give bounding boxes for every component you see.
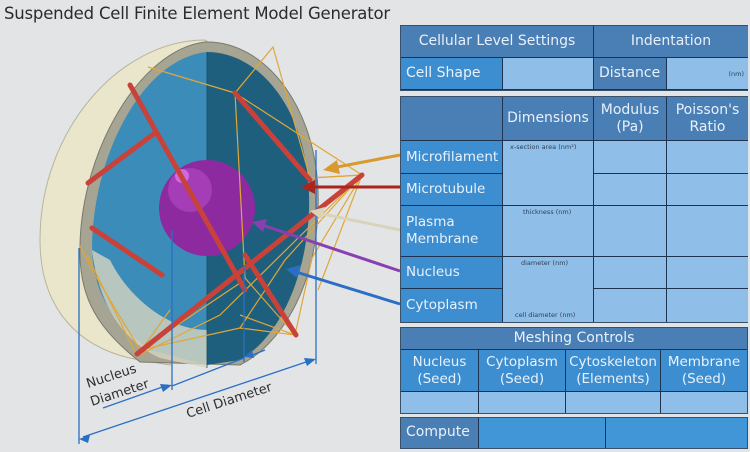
mesh-membrane-line2: (Seed) [681,370,727,387]
plasma-membrane-label-2: Membrane [406,231,479,247]
plasma-membrane-label-1: Plasma [406,214,455,231]
distance-label-text: Distance [599,64,661,81]
mesh-nucleus-line2: (Seed) [417,370,462,387]
cell-diameter-label: Cell Diameter [185,380,275,422]
nucleus-poisson-input[interactable] [667,257,748,289]
annotation-arrows [261,153,401,306]
mesh-cytoskeleton-header: Cytoskeleton (Elements) [566,350,661,392]
modulus-header: Modulus (Pa) [594,97,667,141]
meshing-header-text: Meshing Controls [513,330,635,347]
nucleus-label: Nucleus [406,264,460,281]
distance-label: Distance [594,58,667,90]
mesh-nucleus-line1: Nucleus [412,353,467,370]
dimensions-header-text: Dimensions [507,110,589,127]
cell-shape-label-text: Cell Shape [406,64,481,81]
meshing-controls-panel: Meshing Controls Nucleus (Seed) Cytoplas… [400,327,748,414]
poisson-header: Poisson's Ratio [667,97,748,141]
microtubule-poisson-input[interactable] [667,174,748,206]
modulus-header-line1: Modulus [600,101,660,118]
compute-field-1[interactable] [479,418,606,448]
dimension-lines [78,150,317,444]
compute-label: Compute [406,424,470,441]
mesh-cytoplasm-line2: (Seed) [499,370,545,387]
page-title: Suspended Cell Finite Element Model Gene… [4,4,390,23]
cell-shape-label: Cell Shape [401,58,503,90]
poisson-header-line2: Ratio [689,118,726,135]
compute-field-2[interactable] [606,418,747,448]
mesh-membrane-seed-input[interactable] [661,392,747,413]
row-label-cytoplasm: Cytoplasm [401,289,503,322]
indentation-header: Indentation [594,26,748,58]
mesh-nucleus-seed-input[interactable] [401,392,479,413]
mesh-nucleus-header: Nucleus (Seed) [401,350,479,392]
thickness-hint: thickness (nm) [523,208,572,216]
microtubule-label: Microtubule [406,181,486,198]
cellular-settings-header: Cellular Level Settings [401,26,594,58]
microfilament-poisson-input[interactable] [667,141,748,174]
cytoplasm-label: Cytoplasm [406,297,478,314]
cytoplasm-modulus-input[interactable] [594,289,667,322]
row-label-microtubule: Microtubule [401,174,503,206]
membrane-poisson-input[interactable] [667,206,748,257]
mesh-membrane-line1: Membrane [667,353,741,370]
properties-header-blank [401,97,503,141]
nucleus-sphere [159,160,255,256]
poisson-header-line1: Poisson's [675,101,740,118]
mesh-cytoskeleton-elements-input[interactable] [566,392,661,413]
cell-diameter-hint: cell diameter (nm) [515,311,576,319]
modulus-header-line2: (Pa) [616,118,644,135]
row-label-microfilament: Microfilament [401,141,503,174]
membrane-dimension-input[interactable]: thickness (nm) [503,206,594,257]
compute-panel: Compute [400,417,748,449]
diameter-hint: diameter (nm) [521,259,569,267]
indentation-header-text: Indentation [630,33,712,50]
microfilament-modulus-input[interactable] [594,141,667,174]
microfilament-label: Microfilament [406,148,499,165]
mesh-cytoskeleton-line2: (Elements) [576,370,650,387]
mesh-membrane-header: Membrane (Seed) [661,350,747,392]
nucleus-modulus-input[interactable] [594,257,667,289]
cell-shape-input[interactable] [503,58,594,90]
nucleus-cytoplasm-dimension-input[interactable]: diameter (nm) cell diameter (nm) [503,257,594,322]
xsection-hint: x-section area (nm²) [510,143,577,151]
mesh-cytoplasm-header: Cytoplasm (Seed) [479,350,566,392]
mesh-cytoplasm-line1: Cytoplasm [486,353,558,370]
microtubules [85,82,365,357]
distance-input[interactable]: (nm) [667,58,748,90]
dimensions-header: Dimensions [503,97,594,141]
cytoplasm-poisson-input[interactable] [667,289,748,322]
cell-lower-band [92,250,207,368]
cellular-settings-header-text: Cellular Level Settings [418,33,576,50]
compute-button[interactable]: Compute [401,418,479,448]
meshing-header: Meshing Controls [401,328,747,350]
cytoplasm-face-dark [207,52,310,365]
row-label-nucleus: Nucleus [401,257,503,289]
distance-unit: (nm) [728,70,744,78]
membrane-modulus-input[interactable] [594,206,667,257]
microtubule-modulus-input[interactable] [594,174,667,206]
mesh-cytoskeleton-line1: Cytoskeleton [569,353,657,370]
cytoskeleton-dimension-input[interactable]: x-section area (nm²) [503,141,594,206]
mesh-cytoplasm-seed-input[interactable] [479,392,566,413]
cellular-settings-panel: Cellular Level Settings Indentation Cell… [400,25,748,91]
material-properties-panel: Dimensions Modulus (Pa) Poisson's Ratio … [400,96,748,323]
